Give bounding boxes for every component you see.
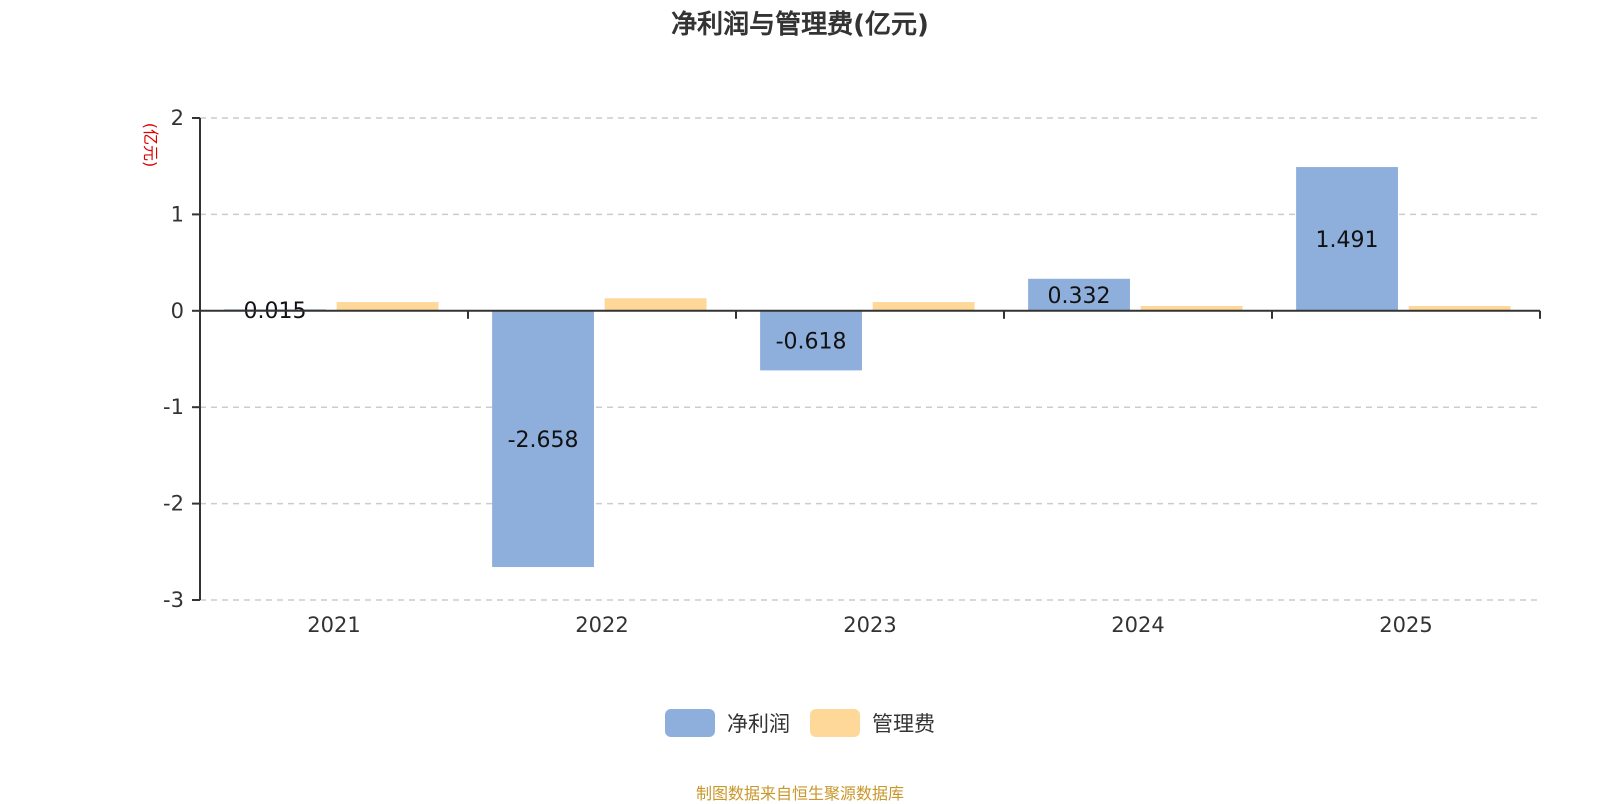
- legend-swatch-net-profit: [665, 709, 715, 737]
- x-tick-label: 2024: [1111, 613, 1164, 637]
- y-tick-label: 0: [171, 299, 184, 323]
- legend-label-admin-fee: 管理费: [872, 712, 935, 736]
- legend-item-admin-fee[interactable]: 管理费: [810, 708, 935, 738]
- x-tick-label: 2025: [1379, 613, 1432, 637]
- bar-net-profit: [760, 310, 862, 371]
- legend-label-net-profit: 净利润: [727, 712, 790, 736]
- y-axis-label: (亿元): [141, 123, 160, 168]
- bar-net-profit: [492, 310, 594, 568]
- y-tick-label: -2: [163, 492, 184, 516]
- x-tick-label: 2023: [843, 613, 896, 637]
- data-label: -2.658: [508, 428, 579, 453]
- bar-admin-fee: [336, 302, 439, 311]
- data-label: 1.491: [1316, 228, 1379, 253]
- chart-title: 净利润与管理费(亿元): [671, 10, 929, 40]
- bar-net-profit: [1028, 278, 1130, 311]
- data-source-note: 制图数据来自恒生聚源数据库: [695, 784, 904, 803]
- legend-swatch-admin-fee: [810, 709, 860, 737]
- y-tick-label: 1: [171, 202, 184, 226]
- y-tick-label: -3: [163, 588, 184, 612]
- bar-net-profit: [1296, 167, 1398, 311]
- data-label: -0.618: [776, 330, 847, 355]
- x-tick-label: 2022: [575, 613, 628, 637]
- y-tick-label: -1: [163, 395, 184, 419]
- x-tick-label: 2021: [307, 613, 360, 637]
- y-tick-label: 2: [171, 106, 184, 130]
- legend-item-net-profit[interactable]: 净利润: [665, 708, 790, 738]
- bar-admin-fee: [604, 298, 707, 311]
- data-label: 0.332: [1048, 284, 1111, 309]
- legend: 净利润 管理费: [0, 708, 1600, 738]
- bar-chart: 210-1-2-3(亿元)0.0152021-2.6582022-0.61820…: [141, 106, 1541, 637]
- bar-admin-fee: [872, 302, 975, 311]
- bar-admin-fee: [1140, 305, 1243, 311]
- bar-admin-fee: [1408, 305, 1511, 311]
